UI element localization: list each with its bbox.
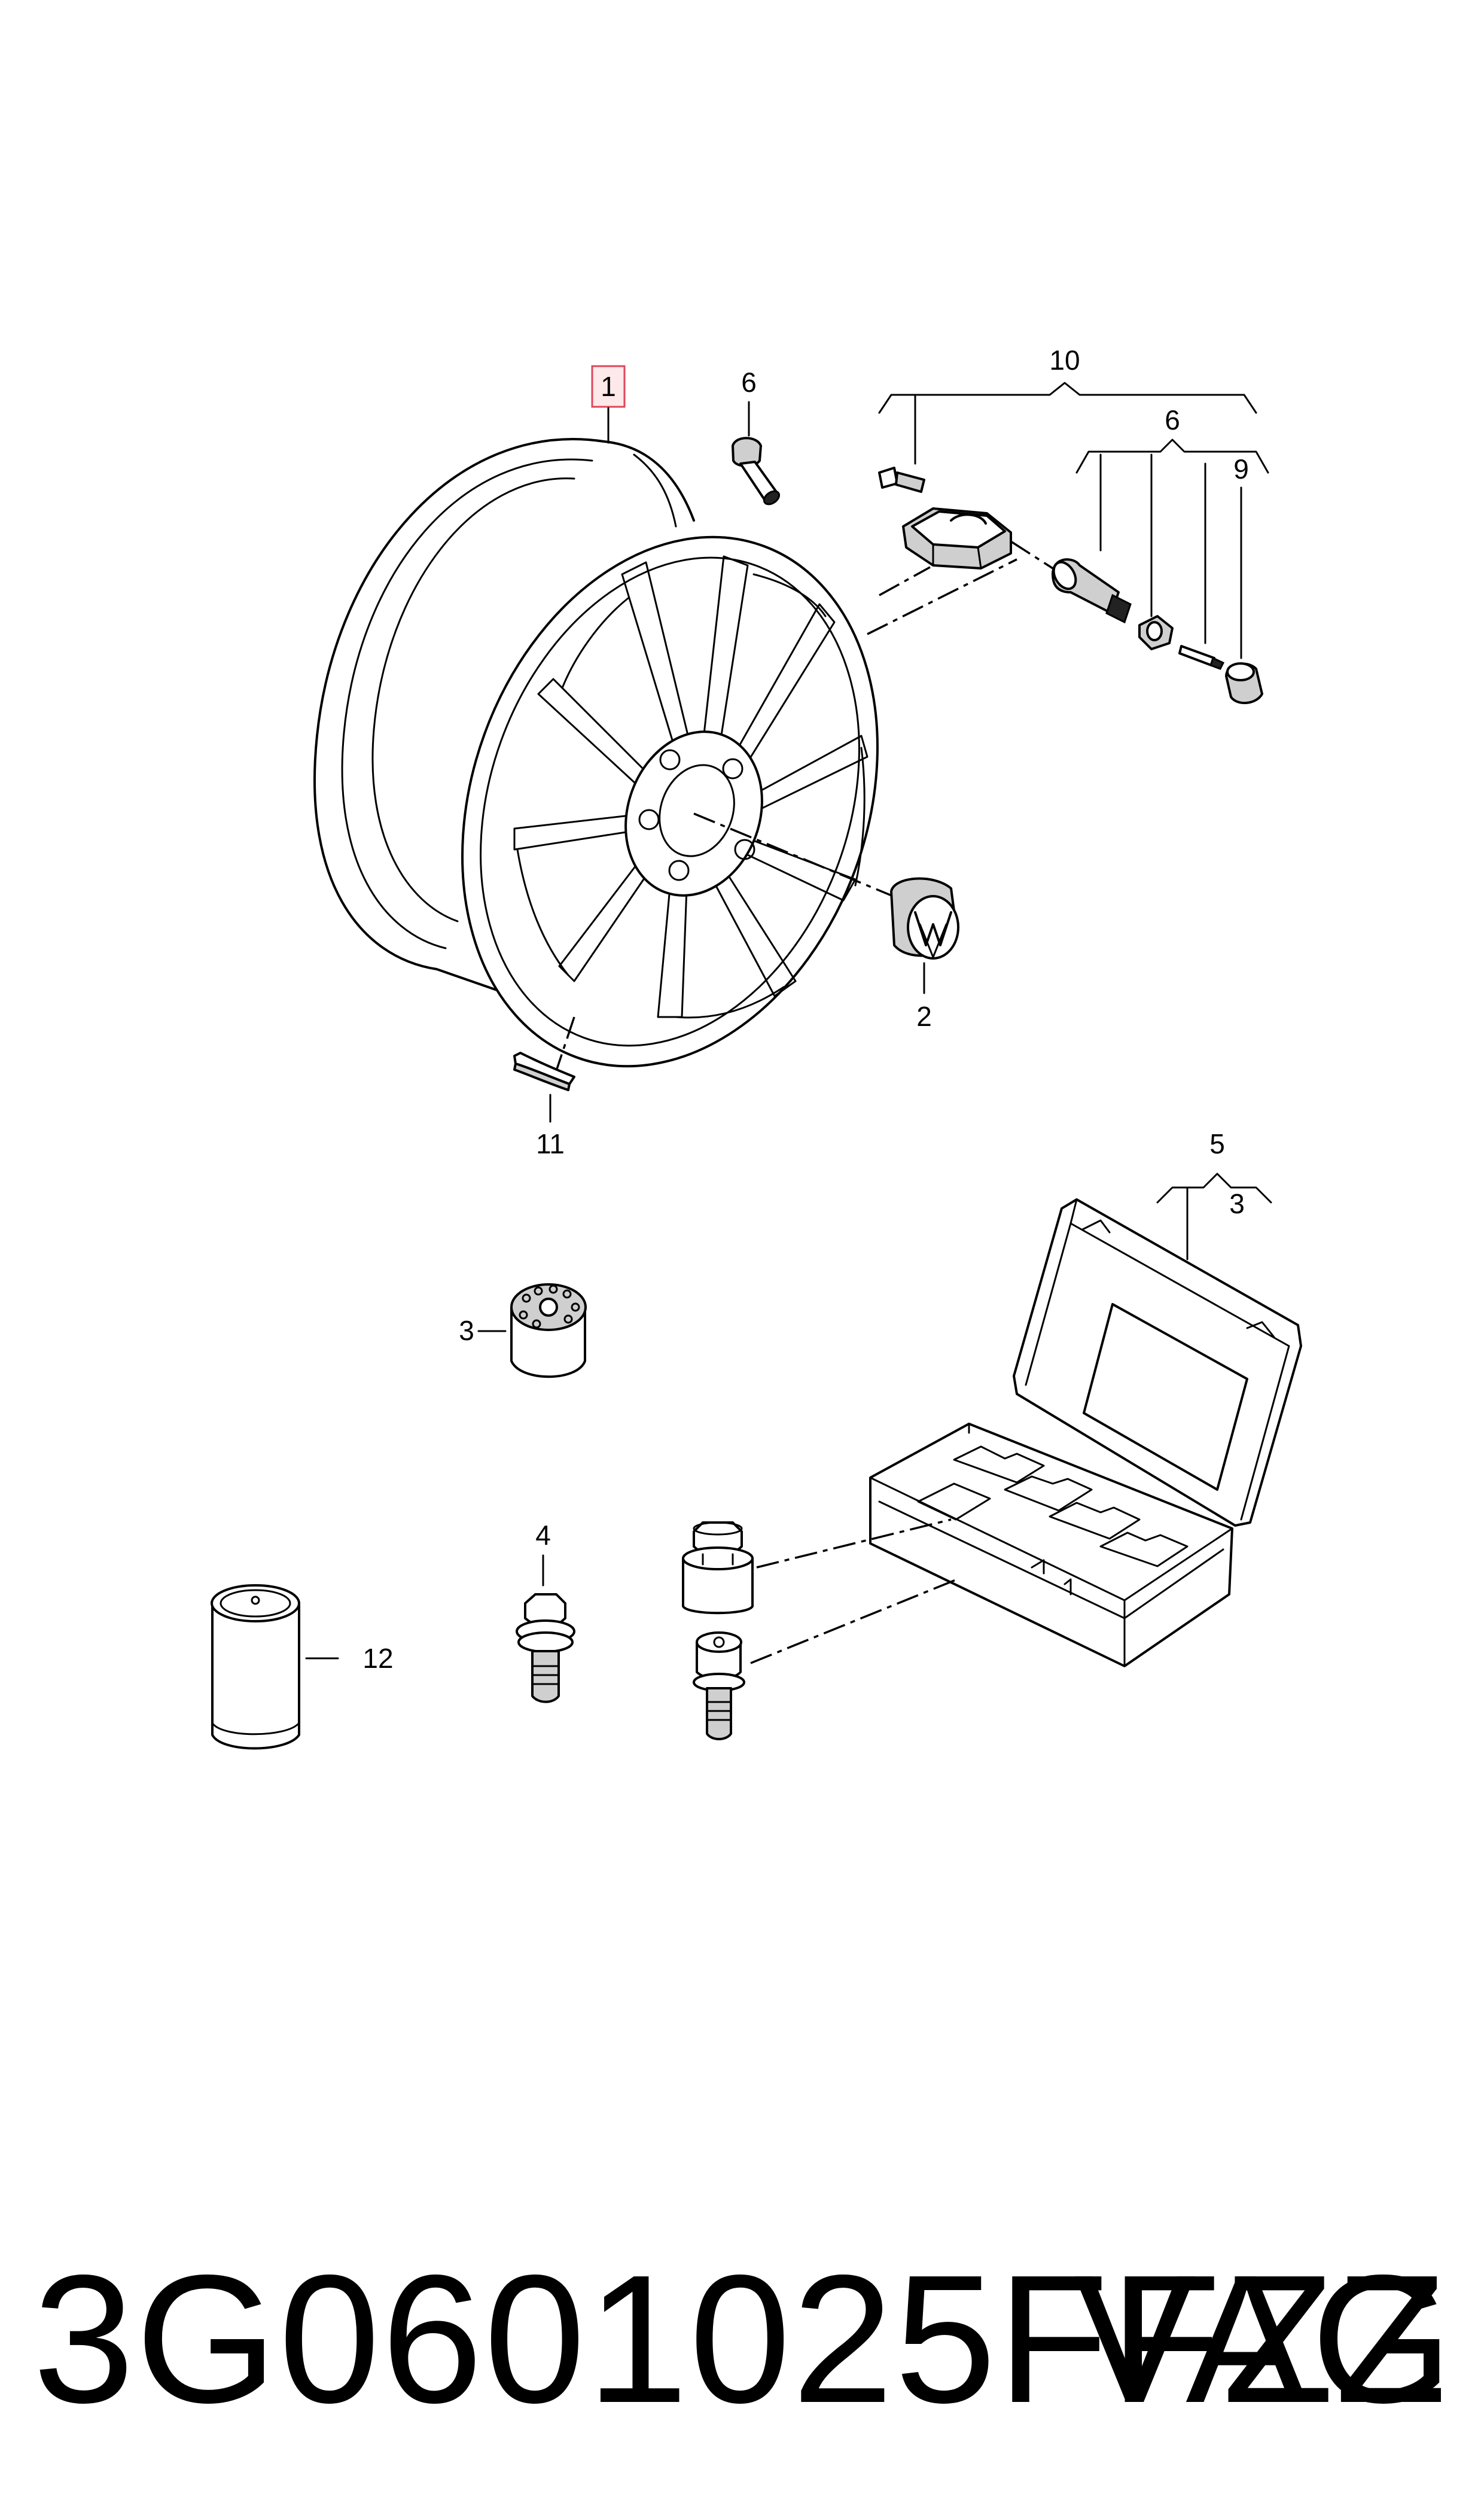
hub-cap[interactable]: 2: [693, 812, 959, 1032]
label-11: 11: [536, 1128, 565, 1159]
label-3-case: 3: [1229, 1188, 1245, 1219]
label-10: 10: [1049, 345, 1080, 376]
touch-up-paint-can[interactable]: 12: [211, 1584, 394, 1750]
label-9: 9: [1233, 453, 1249, 485]
label-1: 1: [601, 371, 616, 402]
label-5: 5: [1209, 1128, 1225, 1159]
label-4: 4: [535, 1520, 551, 1551]
part-number: 3G0601025FFZZ: [33, 2237, 1448, 2441]
label-3-left: 3: [459, 1315, 474, 1346]
parts-diagram: 1 2 11 6 10: [211, 345, 1302, 1750]
wheel-bolt[interactable]: 4: [516, 1520, 575, 1703]
valve-stem[interactable]: 6: [732, 367, 782, 507]
label-6-top: 6: [741, 367, 757, 398]
label-12: 12: [362, 1643, 393, 1674]
locking-wheel-bolt[interactable]: [693, 1578, 958, 1740]
tpms-sensor-group[interactable]: 10: [867, 345, 1257, 635]
callout-1[interactable]: 1: [591, 365, 626, 444]
locking-adapter-nut[interactable]: [682, 1518, 952, 1615]
label-2: 2: [916, 1001, 932, 1032]
wheel-lock-adapter[interactable]: 3: [459, 1283, 587, 1378]
wheel-lock-set-case[interactable]: 5 3: [869, 1128, 1302, 1667]
brand-name: VAG: [1074, 2237, 1456, 2441]
wheel-spokes: [513, 555, 869, 1019]
valve-group[interactable]: 6 9: [1049, 404, 1269, 705]
footer: 3G0601025FFZZ VAG: [33, 2237, 1468, 2441]
alloy-wheel[interactable]: [313, 438, 949, 1125]
label-6-group: 6: [1165, 404, 1180, 436]
balance-weight[interactable]: 11: [513, 1016, 575, 1159]
